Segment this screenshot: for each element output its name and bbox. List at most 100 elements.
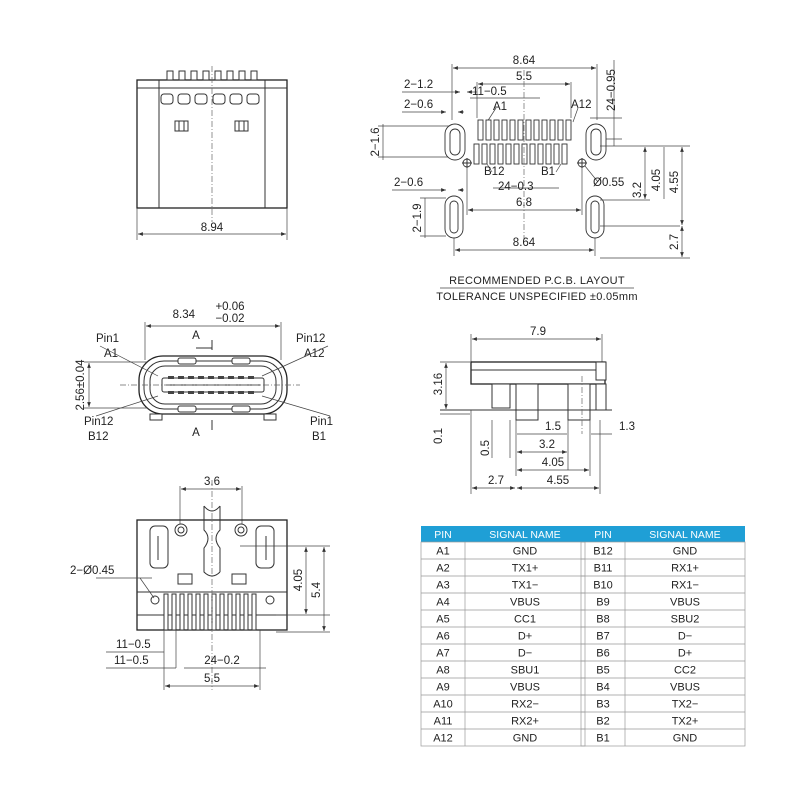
pin-table-a-pin-cell: A7 bbox=[436, 648, 449, 660]
pin-table-b-signal-cell: RX1+ bbox=[671, 563, 699, 575]
pin-table-b-header-bg bbox=[581, 526, 745, 542]
side-d-1-5: 1.5 bbox=[545, 421, 561, 433]
pcb-lower-slot-width: 2−0.6 bbox=[394, 177, 423, 189]
pin-table-a-header-bg bbox=[421, 526, 585, 542]
bottom-d-5-4: 5.4 bbox=[311, 581, 323, 598]
pin-table-a-pin-cell: A5 bbox=[436, 614, 449, 626]
pcb-pin-a12: A12 bbox=[571, 99, 591, 111]
pin-table-b-pin-cell: B12 bbox=[593, 546, 613, 558]
side-standoff: 0.1 bbox=[433, 428, 445, 444]
pin-table-b-pin-cell: B10 bbox=[593, 580, 613, 592]
side-d-0-5: 0.5 bbox=[480, 440, 492, 456]
pcb-slot-height: 2−1.6 bbox=[370, 127, 382, 156]
pin-table-b-signal-cell: GND bbox=[673, 733, 698, 745]
pin-table-b-signal-cell: D− bbox=[678, 631, 692, 643]
pcb-dim-3-2: 3.2 bbox=[632, 182, 644, 198]
pcb-inner-span: 5.5 bbox=[516, 71, 532, 83]
pin-table-b-pin-cell: B4 bbox=[596, 682, 609, 694]
pin-table-a-signal-cell: CC1 bbox=[514, 614, 536, 626]
pin-table-a-pin-cell: A4 bbox=[436, 597, 449, 609]
side-post-right bbox=[567, 383, 591, 421]
side-post-left bbox=[491, 383, 511, 409]
pcb-pad-length: 24−0.95 bbox=[606, 69, 618, 111]
bottom-pads: 24−0.2 bbox=[204, 655, 240, 667]
side-d-3-2: 3.2 bbox=[539, 439, 555, 451]
front-height: 2.56±0.04 bbox=[75, 359, 87, 411]
pin-table-a-signal-cell: GND bbox=[513, 546, 538, 558]
pin-table-b-signal-cell: CC2 bbox=[674, 665, 696, 677]
front-view: 8.34 +0.06 −0.02 A A bbox=[75, 301, 333, 443]
pcb-hole-dia: Ø0.55 bbox=[593, 177, 624, 189]
pcb-slot-left: 2−1.2 bbox=[404, 79, 433, 91]
pin-table-b-signal-cell: GND bbox=[673, 546, 698, 558]
pcb-note-title: RECOMMENDED P.C.B. LAYOUT bbox=[449, 275, 625, 287]
pin-table-a-pin-cell: A2 bbox=[436, 563, 449, 575]
side-d-2-7: 2.7 bbox=[488, 475, 504, 487]
bottom-contact-pins bbox=[163, 593, 257, 631]
pcb-overall-top: 8.64 bbox=[513, 55, 536, 67]
side-d-4-05: 4.05 bbox=[542, 457, 564, 469]
pin-table-b-signal-cell: D+ bbox=[678, 648, 692, 660]
pin-table-b-signal-cell: RX1− bbox=[671, 580, 699, 592]
pin-table-a-pin-cell: A11 bbox=[434, 716, 453, 728]
pin-table-a-signal-cell: D+ bbox=[518, 631, 532, 643]
pin-table-a-signal-cell: D− bbox=[518, 648, 532, 660]
pin-table-a-pin-cell: A8 bbox=[436, 665, 449, 677]
pin-table-a-header-signal: SIGNAL NAME bbox=[489, 529, 560, 541]
pcb-layout: 8.64 5.5 2−1.2 11−0.5 2−0.6 A1 A12 24−0.… bbox=[370, 55, 690, 303]
pin-table-a-pin-cell: A1 bbox=[436, 546, 449, 558]
side-d-4-55: 4.55 bbox=[547, 475, 569, 487]
bottom-pitch-a: 11−0.5 bbox=[116, 639, 151, 651]
front-tol-plus: +0.06 bbox=[215, 301, 244, 313]
pin-table-b-signal-cell: VBUS bbox=[670, 682, 700, 694]
pcb-dim-4-55: 4.55 bbox=[669, 171, 681, 193]
top-pin-tabs bbox=[166, 70, 258, 81]
front-pin1-tl: Pin1 bbox=[96, 333, 119, 345]
side-post-mid bbox=[515, 383, 539, 421]
pin-table-a-pin-cell: A6 bbox=[436, 631, 449, 643]
pcb-overall-bottom: 8.64 bbox=[513, 237, 536, 249]
pcb-pin-b1: B1 bbox=[541, 166, 555, 178]
front-pin1-br: Pin1 bbox=[310, 416, 333, 428]
front-tol-minus: −0.02 bbox=[215, 313, 244, 325]
pin-table-b-signal-cell: TX2− bbox=[672, 699, 699, 711]
pcb-note-tolerance: TOLERANCE UNSPECIFIED ±0.05mm bbox=[436, 291, 638, 303]
pin-table-b-pin-cell: B2 bbox=[596, 716, 609, 728]
front-width-nominal: 8.34 bbox=[173, 309, 196, 321]
pcb-pitch: 11−0.5 bbox=[472, 86, 507, 98]
bottom-holes: 2−Ø0.45 bbox=[70, 565, 114, 577]
pin-table-a-pin-cell: A9 bbox=[436, 682, 449, 694]
pin-table-b-pin-cell: B9 bbox=[596, 597, 609, 609]
pcb-row-pads: 24−0.3 bbox=[498, 181, 534, 193]
pin-table-a-signal-cell: TX1+ bbox=[512, 563, 539, 575]
pin-table-b-pin-cell: B5 bbox=[596, 665, 609, 677]
bottom-pitch-b: 11−0.5 bbox=[114, 655, 149, 667]
pin-table-a-header-pin: PIN bbox=[434, 529, 452, 541]
pin-table-b-pin-cell: B11 bbox=[594, 563, 613, 575]
bottom-post-left bbox=[174, 523, 188, 537]
pin-table-a-signal-cell: GND bbox=[513, 733, 538, 745]
side-view: 7.9 3.16 0.1 0.5 1.5 1.3 3.2 4 bbox=[433, 326, 635, 494]
side-height: 3.16 bbox=[433, 373, 445, 395]
pin-table-a-signal-cell: TX1− bbox=[512, 580, 539, 592]
front-b12: B12 bbox=[88, 431, 108, 443]
bottom-span: 5.5 bbox=[204, 673, 220, 685]
pcb-dim-2-7: 2.7 bbox=[669, 234, 681, 250]
pin-table-b-signal-cell: SBU2 bbox=[671, 614, 700, 626]
front-pin12-bl: Pin12 bbox=[84, 416, 113, 428]
pin-table-b-signal-cell: TX2+ bbox=[672, 716, 699, 728]
top-view-width: 8.94 bbox=[201, 222, 224, 234]
pin-table-a-signal-cell: RX2− bbox=[511, 699, 539, 711]
pin-table-a-signal-cell: RX2+ bbox=[511, 716, 539, 728]
pin-table-b-header-signal: SIGNAL NAME bbox=[649, 529, 720, 541]
top-shell-windows bbox=[160, 93, 260, 105]
front-pin12-tr: Pin12 bbox=[296, 333, 325, 345]
side-body bbox=[470, 361, 606, 385]
pin-table-a-pin-cell: A10 bbox=[433, 699, 453, 711]
pin-table-b-pin-cell: B3 bbox=[596, 699, 609, 711]
side-length: 7.9 bbox=[530, 326, 546, 338]
pcb-dim-4-05: 4.05 bbox=[651, 169, 663, 191]
